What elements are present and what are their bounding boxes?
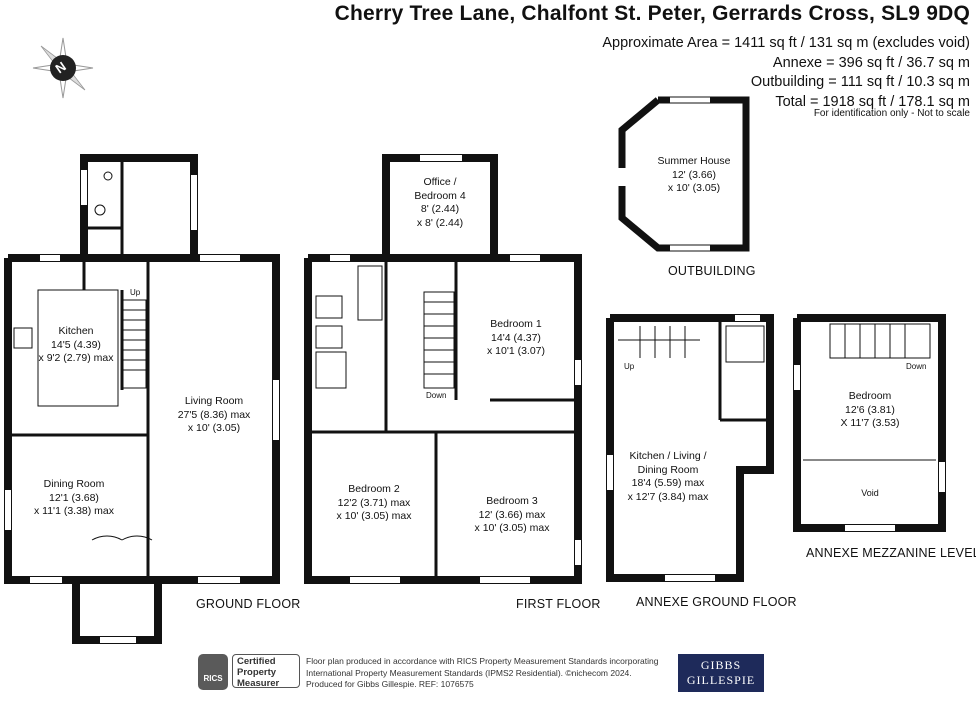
room-name: Bedroom xyxy=(848,390,892,402)
room-dim: 14'5 (4.39) xyxy=(51,338,101,351)
room-annexe-bedroom: Bedroom 12'6 (3.81) X 11'7 (3.53) xyxy=(840,390,899,431)
room-office: Office / Bedroom 4 8' (2.44) x 8' (2.44) xyxy=(414,176,465,230)
room-dim: x 10' (3.05) max xyxy=(474,522,550,534)
room-dim: 12'1 (3.68) xyxy=(49,491,99,504)
room-bedroom-2: Bedroom 2 12'2 (3.71) max x 10' (3.05) m… xyxy=(337,483,412,524)
room-living: Living Room 27'5 (8.36) max x 10' (3.05) xyxy=(178,395,251,436)
room-bedroom-3: Bedroom 3 12' (3.66) max x 10' (3.05) ma… xyxy=(475,495,550,536)
room-dim: x 11'1 (3.38) max xyxy=(33,505,115,517)
stairs-down-label: Down xyxy=(426,391,447,400)
brand-line: GILLESPIE xyxy=(686,673,756,687)
annexe-mezz-title: ANNEXE MEZZANINE LEVEL xyxy=(806,546,976,560)
room-name: Kitchen / Living / xyxy=(629,450,707,462)
rics-line: Measurer xyxy=(237,678,280,689)
mezz-stairs-down-label: Down xyxy=(906,362,927,371)
room-dim: 18'4 (5.59) max xyxy=(631,477,705,489)
room-dim: 12'6 (3.81) xyxy=(845,403,895,416)
room-dim: 14'4 (4.37) xyxy=(491,331,541,344)
rics-text-box: Certified Property Measurer xyxy=(232,654,300,689)
room-summer-house: Summer House 12' (3.66) x 10' (3.05) xyxy=(658,155,731,196)
room-dim: 12'2 (3.71) max xyxy=(337,496,411,509)
room-dim: 12' (3.66) xyxy=(671,168,717,181)
room-name: Dining Room xyxy=(637,463,699,476)
room-bedroom-1: Bedroom 1 14'4 (4.37) x 10'1 (3.07) xyxy=(487,318,545,359)
annexe-stairs-up-label: Up xyxy=(624,362,635,371)
rics-badge-text: RICS xyxy=(203,674,223,683)
room-dim: X 11'7 (3.53) xyxy=(840,417,900,429)
property-address: Cherry Tree Lane, Chalfont St. Peter, Ge… xyxy=(334,2,970,25)
room-name: Kitchen xyxy=(58,325,94,337)
brand-line: GIBBS xyxy=(700,658,742,672)
footer-text: Floor plan produced in accordance with R… xyxy=(306,656,658,691)
room-annexe-kitchen: Kitchen / Living / Dining Room 18'4 (5.5… xyxy=(628,450,709,504)
room-dim: x 10' (3.05) xyxy=(187,422,241,434)
room-dim: x 10' (3.05) xyxy=(667,182,721,194)
room-dim: x 8' (2.44) xyxy=(416,216,464,229)
area-annexe: Annexe = 396 sq ft / 36.7 sq m xyxy=(772,54,970,71)
gibbs-gillespie-logo: GIBBS GILLESPIE xyxy=(678,654,764,692)
room-kitchen: Kitchen 14'5 (4.39) x 9'2 (2.79) max xyxy=(39,325,114,366)
footer-line: Produced for Gibbs Gillespie. REF: 10765… xyxy=(306,679,474,689)
footer-line: International Property Measurement Stand… xyxy=(306,667,632,678)
stairs-up-label: Up xyxy=(130,288,141,297)
room-name: Bedroom 2 xyxy=(348,483,400,495)
room-dim: x 12'7 (3.84) max xyxy=(627,490,709,503)
area-main: Approximate Area = 1411 sq ft / 131 sq m… xyxy=(602,35,970,51)
rics-line: Certified xyxy=(237,656,276,667)
first-floor-title: FIRST FLOOR xyxy=(516,597,601,611)
room-dim: 12' (3.66) max xyxy=(478,508,546,521)
footer-line: Floor plan produced in accordance with R… xyxy=(306,656,659,666)
area-total: Total = 1918 sq ft / 178.1 sq m xyxy=(775,93,970,110)
room-name: Bedroom 1 xyxy=(490,318,542,330)
compass-icon xyxy=(32,37,94,99)
ground-floor-title: GROUND FLOOR xyxy=(196,597,301,611)
room-name: Living Room xyxy=(184,395,244,407)
rics-line: Property xyxy=(237,667,277,678)
rics-certified-logo: RICS Certified Property Measurer xyxy=(198,652,304,692)
room-name: Dining Room xyxy=(43,478,105,490)
room-dim: x 10'1 (3.07) xyxy=(486,345,546,357)
room-name: Bedroom 3 xyxy=(486,495,538,507)
void-label: Void xyxy=(861,488,879,498)
room-dim: x 9'2 (2.79) max xyxy=(38,352,114,364)
area-outbuilding: Outbuilding = 111 sq ft / 10.3 sq m xyxy=(750,74,970,90)
room-dim: 8' (2.44) xyxy=(420,203,460,215)
room-dining: Dining Room 12'1 (3.68) x 11'1 (3.38) ma… xyxy=(34,478,114,519)
outbuilding-title: OUTBUILDING xyxy=(668,264,756,278)
room-dim: x 10' (3.05) max xyxy=(336,510,412,522)
room-name: Office / xyxy=(423,176,457,188)
disclaimer-note: For identification only - Not to scale xyxy=(813,108,970,119)
annexe-ground-title: ANNEXE GROUND FLOOR xyxy=(636,595,797,609)
room-name: Bedroom 4 xyxy=(414,189,466,202)
room-dim: 27'5 (8.36) max xyxy=(177,408,251,421)
rics-badge: RICS xyxy=(198,654,228,690)
room-name: Summer House xyxy=(657,155,731,167)
area-summary: Approximate Area = 1411 sq ft / 131 sq m… xyxy=(602,34,970,112)
